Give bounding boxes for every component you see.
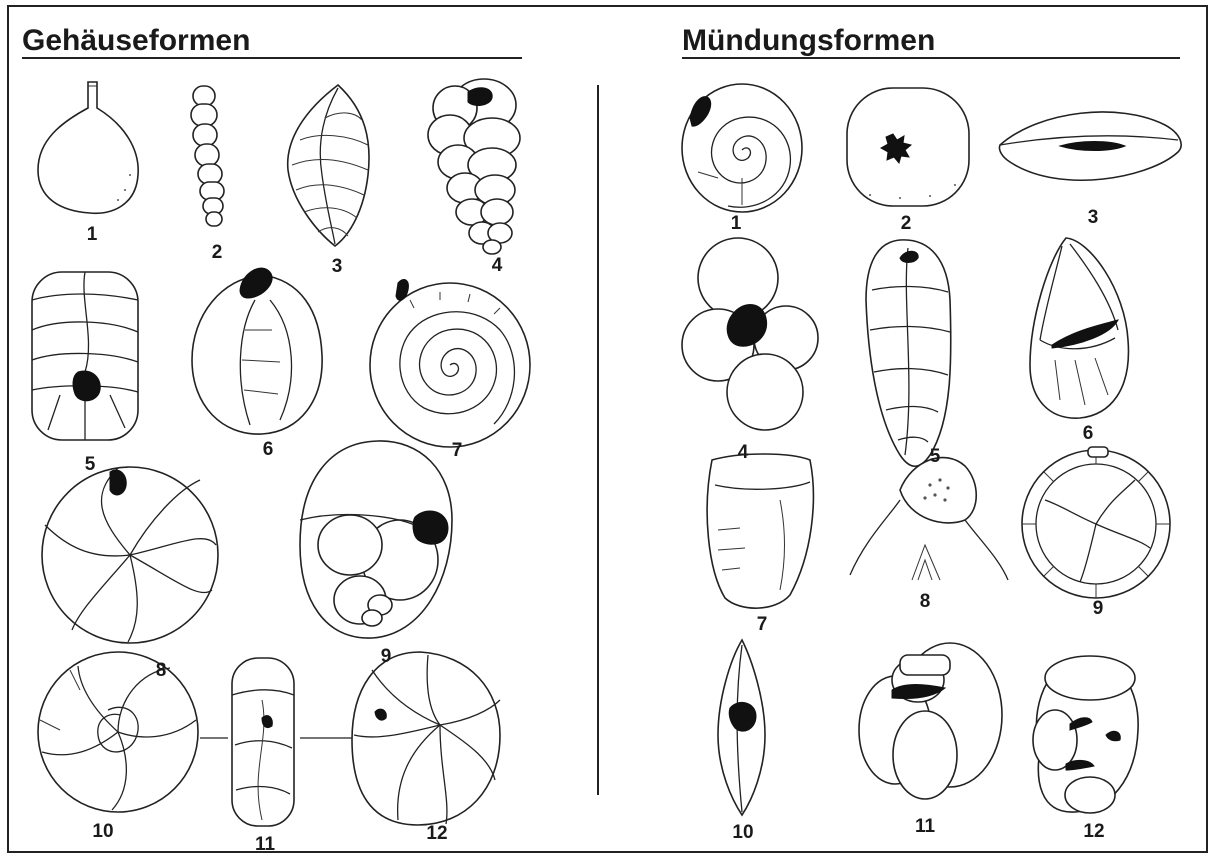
shell-label-10: 10 bbox=[92, 821, 113, 842]
shell-form-12-drawing bbox=[352, 652, 500, 825]
aperture-form-7-drawing bbox=[707, 454, 813, 608]
shell-label-11: 11 bbox=[255, 834, 276, 855]
aperture-form-3-drawing bbox=[999, 112, 1181, 180]
shell-label-2: 2 bbox=[212, 242, 223, 263]
aperture-form-2-drawing bbox=[847, 88, 969, 206]
shell-label-7: 7 bbox=[452, 440, 463, 461]
shell-form-3-drawing bbox=[288, 85, 369, 246]
shell-label-4: 4 bbox=[492, 255, 503, 276]
shell-form-10-drawing bbox=[38, 652, 198, 812]
aperture-label-10: 10 bbox=[732, 822, 753, 843]
aperture-form-12-drawing bbox=[1033, 656, 1138, 813]
aperture-form-5-drawing bbox=[866, 240, 951, 466]
shell-label-6: 6 bbox=[263, 439, 274, 460]
aperture-label-9: 9 bbox=[1093, 598, 1104, 619]
aperture-label-5: 5 bbox=[930, 446, 941, 467]
aperture-form-9-drawing bbox=[1022, 447, 1170, 598]
shell-form-2-drawing bbox=[191, 86, 224, 226]
shell-form-7-drawing bbox=[370, 279, 530, 447]
aperture-label-8: 8 bbox=[920, 591, 931, 612]
shell-label-9: 9 bbox=[381, 646, 392, 667]
aperture-label-11: 11 bbox=[915, 816, 936, 837]
aperture-form-11-drawing bbox=[859, 643, 1002, 799]
shell-form-4-drawing bbox=[428, 79, 520, 254]
aperture-form-1-drawing bbox=[682, 84, 802, 212]
shell-label-1: 1 bbox=[87, 224, 98, 245]
right-panel-title: Mündungsformen bbox=[682, 24, 935, 57]
aperture-label-1: 1 bbox=[731, 213, 742, 234]
shell-label-5: 5 bbox=[85, 454, 96, 475]
shell-form-9-drawing bbox=[300, 441, 452, 638]
aperture-form-8-drawing bbox=[850, 458, 1008, 580]
aperture-form-6-drawing bbox=[1030, 238, 1128, 418]
aperture-label-2: 2 bbox=[901, 213, 912, 234]
aperture-label-4: 4 bbox=[738, 442, 749, 463]
aperture-label-7: 7 bbox=[757, 614, 768, 635]
shell-form-6-drawing bbox=[192, 268, 322, 434]
shell-form-5-drawing bbox=[32, 272, 138, 440]
shell-form-1-drawing bbox=[38, 82, 138, 213]
aperture-label-3: 3 bbox=[1088, 207, 1099, 228]
shell-form-11-drawing bbox=[232, 658, 294, 826]
shell-form-8-drawing bbox=[42, 467, 218, 643]
aperture-form-10-drawing bbox=[718, 640, 765, 815]
aperture-label-12: 12 bbox=[1083, 821, 1104, 842]
shell-label-12: 12 bbox=[426, 823, 447, 844]
left-panel-title: Gehäuseformen bbox=[22, 24, 250, 57]
shell-label-3: 3 bbox=[332, 256, 343, 277]
shell-label-8: 8 bbox=[156, 660, 167, 681]
aperture-label-6: 6 bbox=[1083, 423, 1094, 444]
aperture-form-4-drawing bbox=[682, 238, 818, 430]
